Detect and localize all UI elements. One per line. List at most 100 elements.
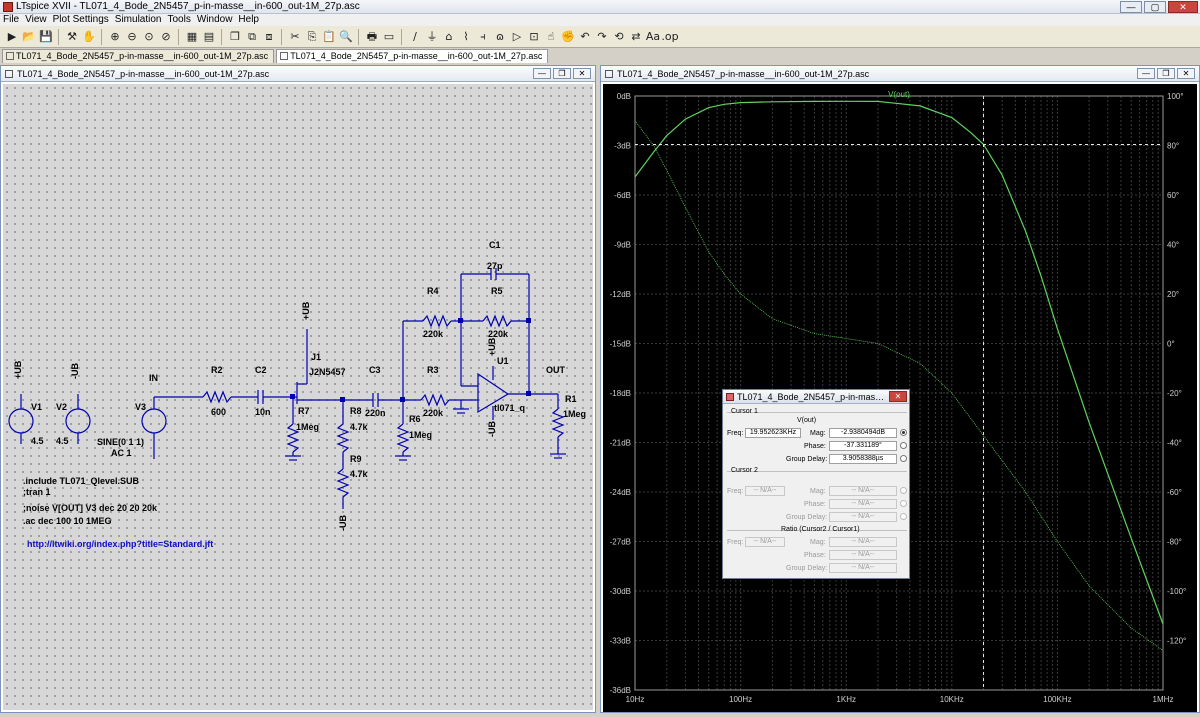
move-icon[interactable]: ☝ bbox=[547, 29, 555, 43]
zoom-in-icon[interactable]: ⊕ bbox=[110, 29, 120, 43]
waveform-restore-button[interactable]: ❐ bbox=[1157, 68, 1175, 79]
wire-icon[interactable]: ∕ bbox=[413, 29, 417, 43]
menu-help[interactable]: Help bbox=[238, 14, 259, 25]
cursor1-mag-field[interactable]: -2.9380494dB bbox=[829, 428, 897, 438]
tile-vertical-icon[interactable]: ⧈ bbox=[265, 29, 273, 43]
menu-file[interactable]: File bbox=[3, 14, 20, 25]
text-icon[interactable]: Aa bbox=[645, 29, 661, 43]
r7-name: R7 bbox=[298, 406, 310, 416]
waveform-close-button[interactable]: ✕ bbox=[1177, 68, 1195, 79]
resistor-icon[interactable]: ⌇ bbox=[463, 29, 469, 43]
schematic-restore-button[interactable]: ❐ bbox=[553, 68, 571, 79]
schematic-canvas[interactable]: +UB V1 4.5 -UB V2 4.5 V3 SINE(0 1 1) AC … bbox=[3, 84, 593, 710]
r5-value: 220k bbox=[488, 329, 509, 339]
waveform-icon bbox=[280, 52, 289, 60]
menu-simulation[interactable]: Simulation bbox=[114, 14, 162, 25]
component-icon[interactable]: ⊡ bbox=[529, 29, 539, 43]
cursor2-label: Cursor 2 bbox=[731, 467, 758, 474]
x-tick-label: 100KHz bbox=[1043, 695, 1071, 704]
paste-icon[interactable]: 📋 bbox=[322, 29, 336, 43]
schematic-close-button[interactable]: ✕ bbox=[573, 68, 591, 79]
zoom-fit-icon[interactable]: ⊙ bbox=[144, 29, 154, 43]
cursor1-freq-field[interactable]: 19.952623KHz bbox=[745, 428, 801, 438]
diode-icon[interactable]: ▷ bbox=[512, 29, 522, 43]
tab-plot[interactable]: TL071_4_Bode_2N5457_p-in-masse__in-600_o… bbox=[276, 49, 549, 63]
schematic-minimize-button[interactable]: — bbox=[533, 68, 551, 79]
cursor2-mag-radio bbox=[900, 487, 907, 494]
run-icon[interactable]: ▶ bbox=[7, 29, 17, 43]
schematic-icon bbox=[6, 52, 14, 60]
cursor1-phase-field[interactable]: -37.331189° bbox=[829, 441, 897, 451]
y-left-tick-label: -15dB bbox=[610, 340, 631, 349]
menu-plot-settings[interactable]: Plot Settings bbox=[52, 14, 109, 25]
tile-icon[interactable]: ▤ bbox=[203, 29, 215, 43]
ground-icon[interactable]: ⏚ bbox=[426, 29, 438, 43]
zoom-out-icon[interactable]: ⊖ bbox=[127, 29, 137, 43]
x-tick-label: 100Hz bbox=[729, 695, 752, 704]
ratio-freq-label: Freq: bbox=[727, 539, 744, 546]
ratio-gd-label: Group Delay: bbox=[786, 565, 828, 572]
cursor2-mag-field: -- N/A-- bbox=[829, 486, 897, 496]
phase-radio[interactable] bbox=[900, 442, 907, 449]
phase-trace bbox=[634, 120, 1164, 651]
y-left-tick-label: -33dB bbox=[610, 637, 631, 646]
cursor2-phase-field: -- N/A-- bbox=[829, 499, 897, 509]
cascade-icon[interactable]: ❐ bbox=[230, 29, 240, 43]
directive-include[interactable]: .include TL071_Qlevel.SUB bbox=[23, 476, 140, 486]
ltwiki-link[interactable]: http://ltwiki.org/index.php?title=Standa… bbox=[27, 539, 214, 549]
inductor-icon[interactable]: ɷ bbox=[495, 29, 504, 43]
cut-icon[interactable]: ✂ bbox=[290, 29, 300, 43]
y-right-tick-label: 80° bbox=[1167, 142, 1179, 151]
v2-supply-label: -UB bbox=[70, 363, 80, 379]
menu-tools[interactable]: Tools bbox=[167, 14, 191, 25]
tile-horizontal-icon[interactable]: ⧉ bbox=[248, 29, 256, 43]
directive-ac[interactable]: .ac dec 100 10 1MEG bbox=[23, 516, 112, 526]
directive-tran[interactable]: ;tran 1 bbox=[23, 487, 51, 497]
menu-bar: File View Plot Settings Simulation Tools… bbox=[0, 14, 1200, 26]
rotate-icon[interactable]: ⟲ bbox=[614, 29, 624, 43]
menu-view[interactable]: View bbox=[25, 14, 47, 25]
waveform-canvas[interactable]: 0dB-3dB-6dB-9dB-12dB-15dB-18dB-21dB-24dB… bbox=[603, 84, 1197, 712]
c1-value: 27p bbox=[487, 261, 503, 271]
mirror-icon[interactable]: ⇄ bbox=[631, 29, 641, 43]
capacitor-icon[interactable]: ⫞ bbox=[480, 29, 486, 43]
save-icon[interactable]: 💾 bbox=[39, 29, 53, 43]
tab-schematic[interactable]: TL071_4_Bode_2N5457_p-in-masse__in-600_o… bbox=[2, 49, 275, 63]
label-icon[interactable]: ⌂ bbox=[445, 29, 453, 43]
cursor-panel-header[interactable]: TL071_4_Bode_2N5457_p-in-masse__in-600_o… bbox=[723, 390, 909, 404]
r1-value: 1Meg bbox=[563, 409, 587, 419]
redo-icon[interactable]: ↷ bbox=[597, 29, 607, 43]
cursor2-freq-label: Freq: bbox=[727, 488, 744, 495]
mag-radio[interactable] bbox=[900, 429, 907, 436]
x-tick-label: 10Hz bbox=[626, 695, 645, 704]
directive-noise[interactable]: ;noise V[OUT] V3 dec 20 20 20k bbox=[23, 503, 158, 513]
drag-icon[interactable]: ✊ bbox=[561, 29, 575, 43]
waveform-minimize-button[interactable]: — bbox=[1137, 68, 1155, 79]
autoscale-icon[interactable]: ▦ bbox=[186, 29, 198, 43]
ratio-phase-label: Phase: bbox=[804, 552, 826, 559]
y-right-tick-label: 0° bbox=[1167, 340, 1175, 349]
cursor-panel[interactable]: TL071_4_Bode_2N5457_p-in-masse__in-600_o… bbox=[722, 389, 910, 579]
u1-name: U1 bbox=[497, 356, 509, 366]
y-right-tick-label: -40° bbox=[1167, 439, 1182, 448]
group-delay-radio[interactable] bbox=[900, 455, 907, 462]
print-preview-icon[interactable]: ▭ bbox=[383, 29, 395, 43]
open-icon[interactable]: 📂 bbox=[22, 29, 36, 43]
cursor1-group-delay-field[interactable]: 3.9058388µs bbox=[829, 454, 897, 464]
y-left-tick-label: -21dB bbox=[610, 439, 631, 448]
cursor-panel-close-button[interactable]: ✕ bbox=[889, 391, 907, 402]
maximize-button[interactable]: ▢ bbox=[1144, 1, 1166, 13]
undo-icon[interactable]: ↶ bbox=[580, 29, 590, 43]
zoom-back-icon[interactable]: ⊘ bbox=[161, 29, 171, 43]
hammer-icon[interactable]: ⚒ bbox=[67, 29, 77, 43]
cursor2-gd-radio bbox=[900, 513, 907, 520]
menu-window[interactable]: Window bbox=[196, 14, 233, 25]
close-button[interactable]: ✕ bbox=[1168, 1, 1198, 13]
spice-directive-icon[interactable]: .op bbox=[661, 29, 679, 43]
print-icon[interactable]: 🖶 bbox=[366, 29, 378, 43]
schematic-drawing bbox=[8, 268, 566, 509]
copy-icon[interactable]: ⎘ bbox=[307, 29, 317, 43]
minimize-button[interactable]: — bbox=[1120, 1, 1142, 13]
find-icon[interactable]: 🔍 bbox=[339, 29, 353, 43]
hand-icon[interactable]: ✋ bbox=[82, 29, 96, 43]
